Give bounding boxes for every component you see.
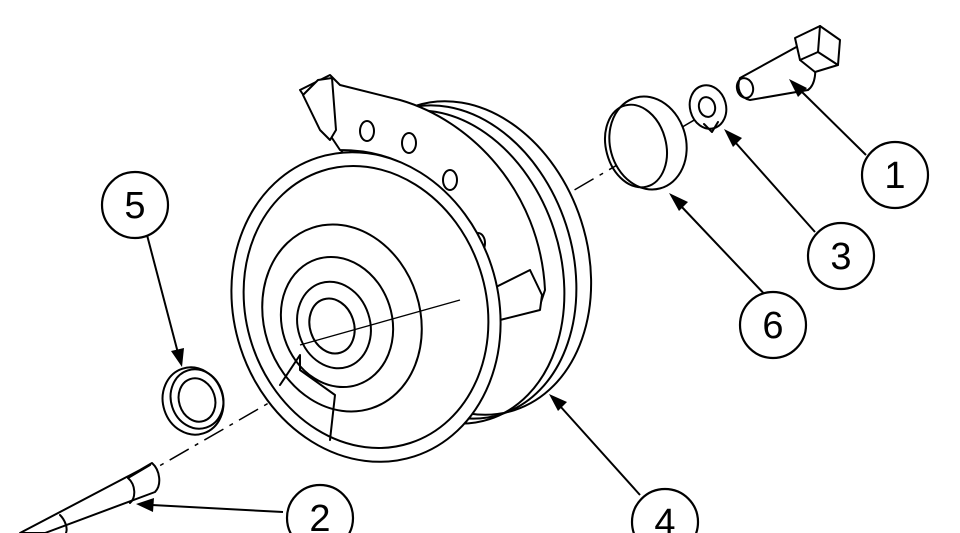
hex-bolt [735, 25, 841, 101]
callout-3-label: 3 [830, 236, 851, 278]
washer [604, 95, 688, 191]
leader-lines [136, 79, 867, 513]
clutch-assembly [230, 74, 593, 463]
callout-1-label: 1 [884, 155, 905, 197]
callout-4: 4 [630, 487, 700, 533]
spacer-ring [161, 366, 225, 436]
callout-5-label: 5 [124, 185, 145, 227]
callout-6-label: 6 [762, 305, 783, 347]
callout-2-label: 2 [309, 498, 330, 533]
callout-1: 1 [860, 140, 930, 210]
callout-2: 2 [285, 483, 355, 533]
shaft-bolt [19, 462, 161, 533]
callout-4-label: 4 [654, 502, 675, 533]
center-axis [134, 104, 721, 481]
callout-5: 5 [100, 170, 170, 240]
callout-3: 3 [806, 221, 876, 291]
callout-6: 6 [738, 290, 808, 360]
lock-washer [688, 84, 728, 133]
